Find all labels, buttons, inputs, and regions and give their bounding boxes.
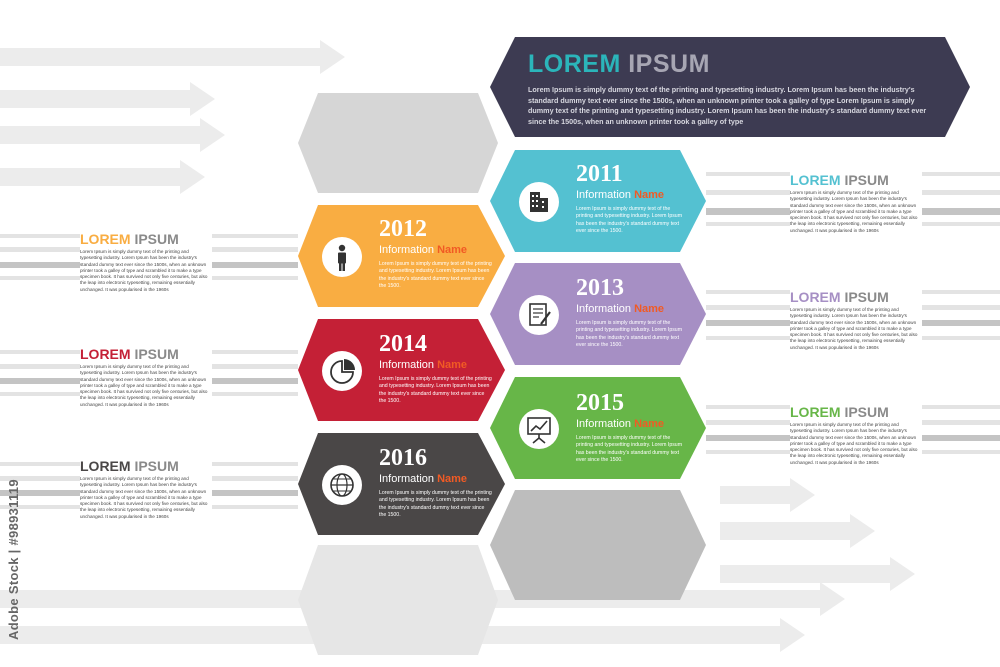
empty-hex-light-bottom	[298, 545, 498, 655]
card-2012: 2012 Information Name Lorem Ipsum is sim…	[379, 217, 493, 291]
bg-arrow	[720, 557, 915, 591]
empty-hex-gray-bottom	[490, 490, 706, 600]
background-hexes	[298, 93, 706, 655]
side-note-title-rest: IPSUM	[844, 172, 889, 188]
header-banner	[490, 37, 970, 137]
bg-arrow	[0, 40, 345, 74]
side-note-title: LOREM IPSUM	[790, 172, 922, 188]
info-name: Name	[634, 418, 665, 430]
card-2014: 2014 Information Name Lorem Ipsum is sim…	[379, 332, 493, 406]
presentation-icon	[527, 417, 551, 444]
info-text: Information	[576, 189, 632, 201]
hex-card-2012-shape	[298, 205, 505, 307]
card-2013: 2013 Information Name Lorem Ipsum is sim…	[576, 276, 688, 350]
document-icon	[529, 303, 551, 326]
pie-chart-icon	[330, 359, 355, 384]
year-label: 2015	[576, 390, 624, 416]
info-text: Information	[379, 244, 435, 256]
side-note-title-accent: LOREM	[80, 231, 131, 247]
info-label: Information Name	[576, 303, 688, 316]
side-note-title-rest: IPSUM	[844, 404, 889, 420]
building-icon	[530, 192, 548, 212]
empty-hex-top	[298, 93, 498, 193]
side-note-title: LOREM IPSUM	[790, 404, 922, 420]
card-body: Lorem Ipsum is simply dummy text of the …	[576, 206, 683, 235]
header-title-accent: LOREM	[528, 50, 621, 78]
card-2016: 2016 Information Name Lorem Ipsum is sim…	[379, 446, 493, 520]
side-note-title-accent: LOREM	[80, 458, 131, 474]
side-note-title: LOREM IPSUM	[80, 346, 212, 362]
stock-watermark: Adobe Stock | #98931119	[6, 479, 21, 640]
hex-card-2013-shape	[490, 263, 706, 365]
bg-arrow	[720, 514, 875, 548]
info-label: Information Name	[576, 418, 688, 431]
side-note-title-accent: LOREM	[790, 289, 841, 305]
header-title: LOREM IPSUM	[528, 50, 938, 79]
card-2011: 2011 Information Name Lorem Ipsum is sim…	[576, 162, 688, 236]
side-note-title: LOREM IPSUM	[80, 458, 212, 474]
bg-arrow	[0, 118, 225, 152]
bg-arrow	[0, 82, 215, 116]
info-name: Name	[437, 244, 468, 256]
side-note-body: Lorem Ipsum is simply dummy text of the …	[790, 422, 918, 465]
hex-card-2015-shape	[490, 377, 706, 479]
header-title-rest: IPSUM	[628, 50, 710, 78]
side-note-title-rest: IPSUM	[844, 289, 889, 305]
header: LOREM IPSUM Lorem Ipsum is simply dummy …	[528, 50, 938, 127]
person-icon	[338, 244, 346, 271]
info-name: Name	[634, 303, 665, 315]
bg-arrow	[720, 478, 815, 512]
hex-card-2014-shape	[298, 319, 505, 421]
header-body: Lorem Ipsum is simply dummy text of the …	[528, 85, 927, 126]
info-label: Information Name	[576, 189, 688, 202]
side-note-title-accent: LOREM	[790, 172, 841, 188]
info-name: Name	[634, 189, 665, 201]
icon-circle	[519, 295, 559, 335]
side-note-left-2014: LOREM IPSUM Lorem Ipsum is simply dummy …	[80, 346, 212, 409]
info-text: Information	[379, 473, 435, 485]
side-note-title-accent: LOREM	[80, 346, 131, 362]
side-note-body: Lorem Ipsum is simply dummy text of the …	[80, 249, 208, 292]
side-note-right-2011: LOREM IPSUM Lorem Ipsum is simply dummy …	[790, 172, 922, 235]
globe-icon	[330, 473, 354, 497]
side-note-right-2015: LOREM IPSUM Lorem Ipsum is simply dummy …	[790, 404, 922, 467]
info-label: Information Name	[379, 359, 493, 372]
card-body: Lorem Ipsum is simply dummy text of the …	[576, 435, 683, 464]
info-name: Name	[437, 473, 468, 485]
side-note-title-accent: LOREM	[790, 404, 841, 420]
info-label: Information Name	[379, 244, 493, 257]
info-text: Information	[379, 359, 435, 371]
info-text: Information	[576, 418, 632, 430]
info-label: Information Name	[379, 473, 493, 486]
info-name: Name	[437, 359, 468, 371]
side-note-title-rest: IPSUM	[134, 231, 179, 247]
side-note-title: LOREM IPSUM	[790, 289, 922, 305]
hex-card-2011-shape	[490, 150, 706, 252]
card-body: Lorem Ipsum is simply dummy text of the …	[576, 320, 683, 349]
card-body: Lorem Ipsum is simply dummy text of the …	[379, 376, 492, 405]
year-label: 2014	[379, 331, 427, 357]
hex-card-2016-shape	[298, 433, 505, 535]
year-label: 2012	[379, 216, 427, 242]
side-note-body: Lorem Ipsum is simply dummy text of the …	[80, 476, 208, 519]
side-note-body: Lorem Ipsum is simply dummy text of the …	[790, 307, 918, 350]
year-label: 2016	[379, 445, 427, 471]
year-label: 2013	[576, 275, 624, 301]
side-note-body: Lorem Ipsum is simply dummy text of the …	[790, 190, 918, 233]
side-note-title-rest: IPSUM	[134, 458, 179, 474]
side-note-right-2013: LOREM IPSUM Lorem Ipsum is simply dummy …	[790, 289, 922, 352]
side-note-body: Lorem Ipsum is simply dummy text of the …	[80, 364, 208, 407]
card-2015: 2015 Information Name Lorem Ipsum is sim…	[576, 391, 688, 465]
card-body: Lorem Ipsum is simply dummy text of the …	[379, 261, 492, 290]
side-note-left-2012: LOREM IPSUM Lorem Ipsum is simply dummy …	[80, 231, 212, 294]
info-text: Information	[576, 303, 632, 315]
side-note-left-2016: LOREM IPSUM Lorem Ipsum is simply dummy …	[80, 458, 212, 521]
side-note-title: LOREM IPSUM	[80, 231, 212, 247]
bg-arrow	[0, 160, 205, 194]
side-note-title-rest: IPSUM	[134, 346, 179, 362]
year-label: 2011	[576, 161, 623, 187]
card-body: Lorem Ipsum is simply dummy text of the …	[379, 490, 492, 519]
